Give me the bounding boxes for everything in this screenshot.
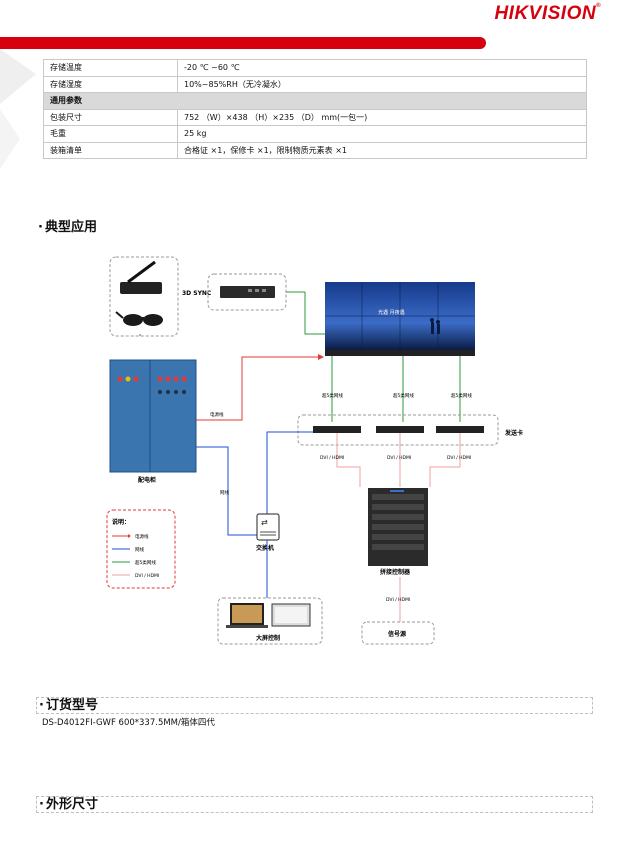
network-line-label: 网线 (220, 489, 229, 496)
network-line (266, 431, 313, 514)
bullet: · (39, 797, 44, 812)
legend-item: DVI / HDMI (135, 573, 159, 579)
table-row: 毛重 25 kg (43, 125, 587, 143)
laptop-icon (226, 603, 268, 628)
order-model-heading: ·订货型号 (37, 698, 592, 713)
sender-card-icon (436, 426, 484, 433)
spec-label: 毛重 (43, 125, 178, 143)
power-line (196, 356, 318, 421)
spec-label: 包装尺寸 (43, 108, 178, 126)
spec-label: 存储湿度 (43, 75, 178, 93)
network-line (196, 446, 258, 536)
3d-glasses-icon (115, 311, 163, 326)
legend-item: 超5类网线 (135, 559, 156, 566)
sender-card-icon (376, 426, 424, 433)
splicing-controller (368, 488, 428, 566)
tablet-icon (271, 603, 311, 627)
sender-card-box (297, 414, 499, 446)
cat5-label: 超5类网线 (322, 392, 343, 399)
sync-unit-icon (220, 286, 275, 298)
spec-label: 装箱清单 (43, 141, 178, 159)
dvi-label: DVI / HDMI (387, 455, 411, 461)
arrow-icon (128, 534, 131, 538)
registered-mark: ® (596, 3, 601, 9)
legend-box (106, 509, 176, 589)
dvi-line (429, 433, 461, 487)
spec-value: 752 （W）×438 （H）×235 （D） mm(一包一) (177, 108, 587, 126)
legend-item: 网线 (135, 546, 144, 553)
signal-label: 信号源 (388, 630, 406, 638)
power-line-label: 电源线 (210, 411, 224, 418)
table-row: 存储温度 -20 ℃ ~60 ℃ (43, 59, 587, 77)
cat5-label: 超5类网线 (451, 392, 472, 399)
emitter-icon (120, 260, 162, 294)
switch-icon: ⇄ (256, 513, 280, 541)
cat5-label: 超5类网线 (393, 392, 414, 399)
big-screen-control-box (217, 597, 323, 645)
dvi-line (336, 433, 361, 487)
dvi-label: DVI / HDMI (386, 597, 410, 603)
spec-value: -20 ℃ ~60 ℃ (177, 59, 587, 77)
order-model-box: ·订货型号 (36, 697, 593, 714)
spec-value: 合格证 ×1，保修卡 ×1，限制物质元素表 ×1 (177, 141, 587, 159)
dvi-label: DVI / HDMI (320, 455, 344, 461)
corner-decoration (0, 49, 36, 169)
dimensions-box: ·外形尺寸 (36, 796, 593, 813)
table-section-row: 通用参数 (43, 92, 587, 110)
controller-label: 拼接控制器 (380, 568, 411, 576)
bullet: · (38, 220, 43, 235)
screen-caption: 光遇 月夜遇 (378, 309, 405, 316)
legend-title: 说明： (112, 518, 130, 526)
legend-item: 电源线 (135, 533, 149, 540)
svg-text:⇄: ⇄ (261, 518, 268, 527)
order-model-text: DS-D4012FI-GWF 600*337.5MM/箱体四代 (42, 718, 215, 728)
hikvision-logo: HIKVISION® (494, 3, 601, 25)
cabinet-label: 配电柜 (138, 476, 156, 484)
arrow-icon (318, 354, 324, 360)
sender-label: 发送卡 (504, 429, 523, 437)
sender-card-icon (313, 426, 361, 433)
spec-table: 存储温度 -20 ℃ ~60 ℃ 存储湿度 10%~85%RH（无冷凝水） 通用… (43, 59, 587, 159)
signal-source-box (361, 621, 435, 645)
header-red-bar (0, 37, 486, 49)
application-diagram: 3D SYNC 光遇 月夜遇 超5类网线 超5类网线 超5类网线 (106, 256, 523, 645)
power-cabinet (109, 359, 197, 473)
table-row: 装箱清单 合格证 ×1，保修卡 ×1，限制物质元素表 ×1 (43, 141, 587, 159)
application-heading-text: 典型应用 (44, 220, 97, 235)
sync-label: 3D SYNC (182, 290, 212, 297)
bullet: · (39, 698, 44, 713)
led-video-wall: 光遇 月夜遇 (325, 282, 475, 356)
table-row: 存储湿度 10%~85%RH（无冷凝水） (43, 75, 587, 93)
brand-name: HIKVISION (494, 3, 597, 24)
table-row: 包装尺寸 752 （W）×438 （H）×235 （D） mm(一包一) (43, 108, 587, 126)
spec-label: 存储温度 (43, 59, 178, 77)
dimensions-heading-text: 外形尺寸 (45, 797, 98, 812)
spec-value: 25 kg (177, 125, 587, 143)
section-label: 通用参数 (43, 92, 587, 110)
glasses-box (109, 256, 179, 337)
dimensions-heading: ·外形尺寸 (37, 797, 592, 812)
dvi-label: DVI / HDMI (447, 455, 471, 461)
spec-value: 10%~85%RH（无冷凝水） (177, 75, 587, 93)
application-heading: ·典型应用 (38, 216, 97, 235)
switch-label: 交换机 (256, 544, 274, 552)
cat5-line (304, 292, 326, 335)
big-screen-label: 大屏控制 (256, 634, 280, 642)
order-model-heading-text: 订货型号 (45, 698, 98, 713)
